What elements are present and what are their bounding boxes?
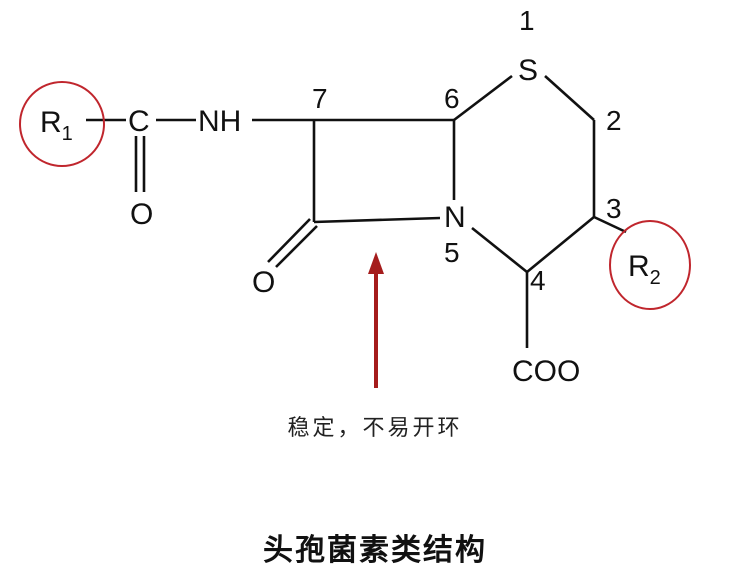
sulfur-label: S	[518, 54, 538, 87]
amide-nh-label: NH	[198, 105, 241, 138]
bond-c8-o-double-a	[267, 218, 311, 263]
bond-c6-s	[453, 74, 513, 122]
arrow-up-icon	[368, 252, 384, 388]
bond-c8-o-double-b	[275, 225, 318, 268]
position-7: 7	[312, 83, 328, 114]
diagram-title: 头孢菌素类结构	[263, 533, 487, 568]
position-3: 3	[606, 193, 622, 224]
carbonyl-carbon-label: C	[128, 105, 150, 138]
bonds	[86, 74, 627, 348]
bond-c3-c4	[526, 215, 595, 274]
r2-label: R2	[628, 250, 661, 289]
bond-s-c2	[544, 75, 595, 121]
nitrogen-label: N	[444, 201, 466, 234]
bond-c8-n	[313, 216, 441, 224]
amide-oxygen-label: O	[130, 198, 153, 231]
beta-lactam-stability-note: 稳定，不易开环	[287, 416, 463, 441]
r1-highlight-circle	[19, 81, 105, 167]
bond-n-c4	[471, 226, 528, 274]
position-6: 6	[444, 83, 460, 114]
position-5: 5	[444, 237, 460, 268]
position-2: 2	[606, 105, 622, 136]
position-4: 4	[530, 265, 546, 296]
lactam-oxygen-label: O	[252, 266, 275, 299]
position-1: 1	[519, 5, 535, 36]
r2-highlight-circle	[609, 220, 691, 310]
bond-c3-r2	[593, 215, 627, 234]
carboxyl-label: COO	[512, 355, 580, 388]
r1-label: R1	[40, 106, 73, 145]
